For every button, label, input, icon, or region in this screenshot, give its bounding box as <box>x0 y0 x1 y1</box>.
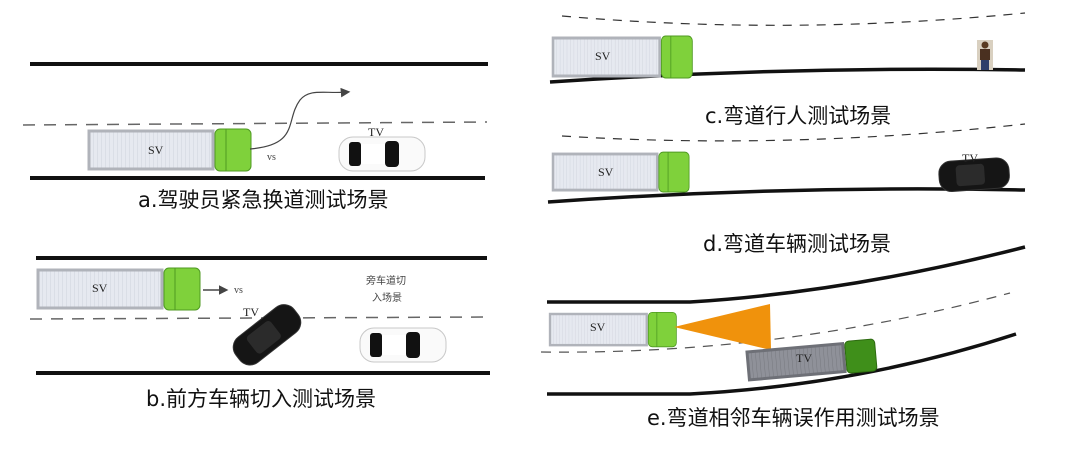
sv-truck <box>36 266 202 312</box>
caption-c: c.弯道行人测试场景 <box>705 104 891 128</box>
panel-e: SV TV e.弯道相邻车辆误作用测试场景 <box>540 245 1026 430</box>
tv-label: TV <box>368 125 384 139</box>
tv-car <box>338 136 426 172</box>
panel-d: SV TV d.弯道车辆测试场景 <box>547 123 1026 256</box>
sv-label: SV <box>590 320 606 334</box>
note-line2: 入场景 <box>372 291 402 304</box>
sv-label: SV <box>92 281 108 295</box>
note-line1: 旁车道切 <box>366 274 406 287</box>
caption-b: b.前方车辆切入测试场景 <box>146 387 376 411</box>
sv-label: SV <box>598 165 614 179</box>
front-car <box>359 327 447 363</box>
pedestrian-icon <box>977 40 993 70</box>
tv-label: TV <box>796 351 812 365</box>
panel-c: SV c.弯道行人测试场景 <box>549 12 1026 128</box>
caption-a: a.驾驶员紧急换道测试场景 <box>138 188 389 212</box>
tv-truck <box>745 338 878 382</box>
speed-label: vs <box>267 152 276 163</box>
sv-truck <box>548 311 678 349</box>
sv-label: SV <box>148 143 164 157</box>
sv-truck <box>87 127 253 173</box>
lane-change-arrow <box>249 87 351 150</box>
panel-a: SV vs TV a.驾驶员紧急换道测试场景 <box>22 62 488 212</box>
caption-d: d.弯道车辆测试场景 <box>703 232 891 256</box>
panel-b: SV vs TV 旁车道切 入场景 b.前方车辆切入测试场景 <box>29 256 493 411</box>
speed-label: vs <box>234 285 243 296</box>
radar-beam-icon <box>674 304 771 350</box>
tv-label: TV <box>243 305 259 319</box>
caption-e: e.弯道相邻车辆误作用测试场景 <box>647 406 940 430</box>
lane-divider <box>22 121 488 126</box>
sv-truck <box>551 34 694 80</box>
tv-label: TV <box>962 151 978 165</box>
sv-label: SV <box>595 49 611 63</box>
tv-cutin-car <box>227 298 307 371</box>
sv-truck <box>551 150 691 194</box>
